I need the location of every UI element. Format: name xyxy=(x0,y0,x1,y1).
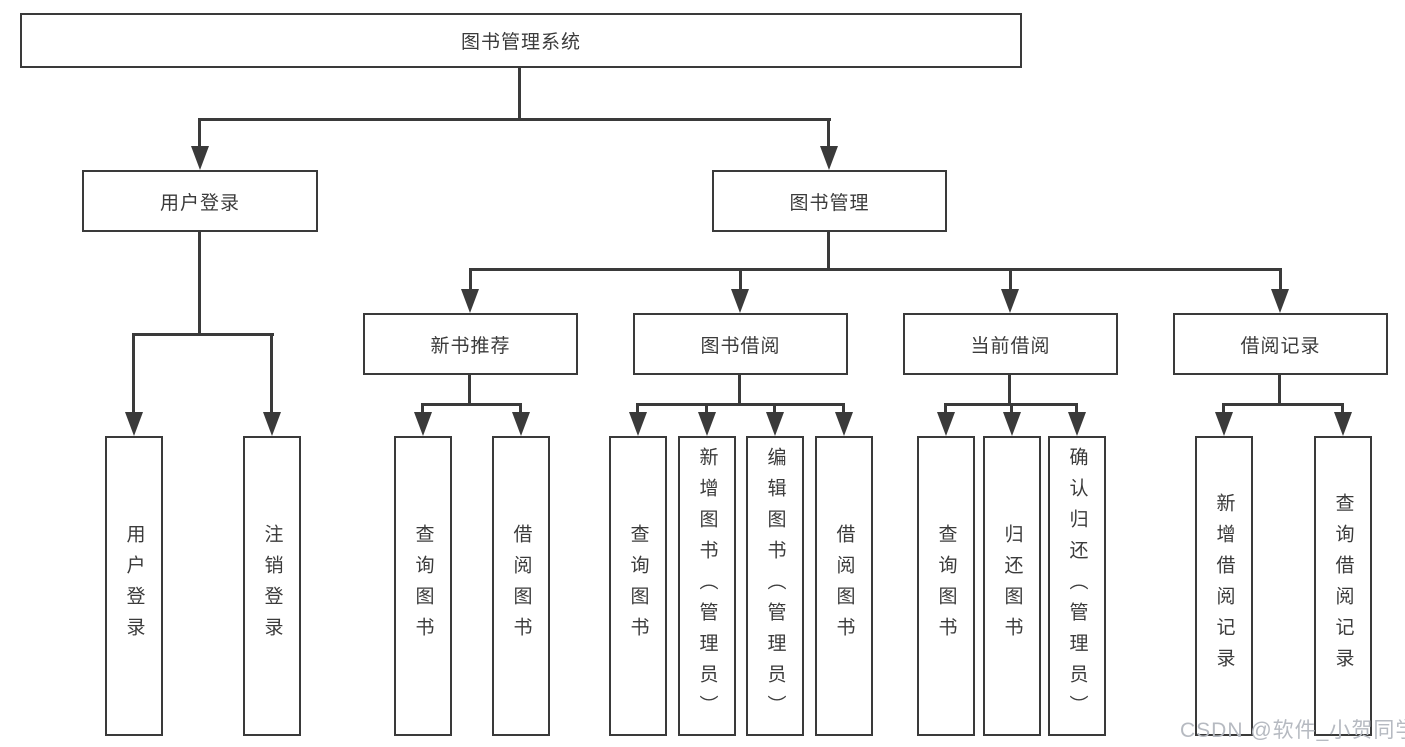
connector-line xyxy=(842,403,845,415)
connector-line xyxy=(199,118,831,121)
leaf-newbook-query-book: 查询图书 xyxy=(394,436,452,736)
arrowhead-down xyxy=(629,412,647,436)
arrowhead-down xyxy=(1001,289,1019,313)
leaf-current-confirm-return-admin: 确认归还（管理员） xyxy=(1048,436,1106,736)
node-current-borrow: 当前借阅 xyxy=(903,313,1118,375)
connector-line xyxy=(1222,403,1225,415)
node-book-management: 图书管理 xyxy=(712,170,947,232)
leaf-borrow-add-book-admin: 新增图书（管理员） xyxy=(678,436,736,736)
arrowhead-down xyxy=(1271,289,1289,313)
node-new-book-recommend: 新书推荐 xyxy=(363,313,578,375)
connector-line xyxy=(1009,268,1012,291)
connector-line xyxy=(1341,403,1344,415)
connector-line xyxy=(739,268,742,291)
connector-line xyxy=(198,118,201,148)
arrowhead-down xyxy=(1068,412,1086,436)
connector-line xyxy=(132,333,135,412)
leaf-borrow-query-book: 查询图书 xyxy=(609,436,667,736)
node-borrow-record: 借阅记录 xyxy=(1173,313,1388,375)
connector-line xyxy=(1279,268,1282,291)
arrowhead-down xyxy=(414,412,432,436)
node-book-borrow: 图书借阅 xyxy=(633,313,848,375)
arrowhead-down xyxy=(125,412,143,436)
arrowhead-down xyxy=(731,289,749,313)
connector-line xyxy=(636,403,639,415)
arrowhead-down xyxy=(835,412,853,436)
connector-line xyxy=(1010,403,1013,415)
connector-line xyxy=(738,375,741,405)
connector-line xyxy=(518,68,521,120)
arrowhead-down xyxy=(512,412,530,436)
arrowhead-down xyxy=(937,412,955,436)
arrowhead-down xyxy=(698,412,716,436)
connector-line xyxy=(133,333,274,336)
connector-line xyxy=(1223,403,1344,406)
leaf-newbook-borrow-book: 借阅图书 xyxy=(492,436,550,736)
connector-line xyxy=(469,268,1282,271)
connector-line xyxy=(422,403,522,406)
arrowhead-down xyxy=(1003,412,1021,436)
connector-line xyxy=(773,403,776,415)
connector-line xyxy=(1075,403,1078,415)
arrowhead-down xyxy=(820,146,838,170)
connector-line xyxy=(469,268,472,291)
leaf-current-return-book: 归还图书 xyxy=(983,436,1041,736)
arrowhead-down xyxy=(461,289,479,313)
arrowhead-down xyxy=(1334,412,1352,436)
connector-line xyxy=(637,403,845,406)
connector-line xyxy=(705,403,708,415)
connector-line xyxy=(827,118,830,148)
connector-line xyxy=(270,333,273,412)
connector-line xyxy=(519,403,522,415)
arrowhead-down xyxy=(191,146,209,170)
arrowhead-down xyxy=(263,412,281,436)
arrowhead-down xyxy=(1215,412,1233,436)
connector-line xyxy=(827,232,830,270)
connector-line xyxy=(198,232,201,335)
arrowhead-down xyxy=(766,412,784,436)
node-user-login: 用户登录 xyxy=(82,170,318,232)
leaf-record-add-record: 新增借阅记录 xyxy=(1195,436,1253,736)
connector-line xyxy=(421,403,424,415)
node-library-system: 图书管理系统 xyxy=(20,13,1022,68)
csdn-watermark: CSDN @软件_小贺同学 xyxy=(1180,719,1405,742)
connector-line xyxy=(944,403,947,415)
connector-line xyxy=(468,375,471,405)
leaf-user-login: 用户登录 xyxy=(105,436,163,736)
connector-line xyxy=(1008,375,1011,405)
leaf-record-query-record: 查询借阅记录 xyxy=(1314,436,1372,736)
connector-line xyxy=(1278,375,1281,405)
leaf-logout: 注销登录 xyxy=(243,436,301,736)
leaf-borrow-edit-book-admin: 编辑图书（管理员） xyxy=(746,436,804,736)
leaf-current-query-book: 查询图书 xyxy=(917,436,975,736)
leaf-borrow-borrow-book: 借阅图书 xyxy=(815,436,873,736)
